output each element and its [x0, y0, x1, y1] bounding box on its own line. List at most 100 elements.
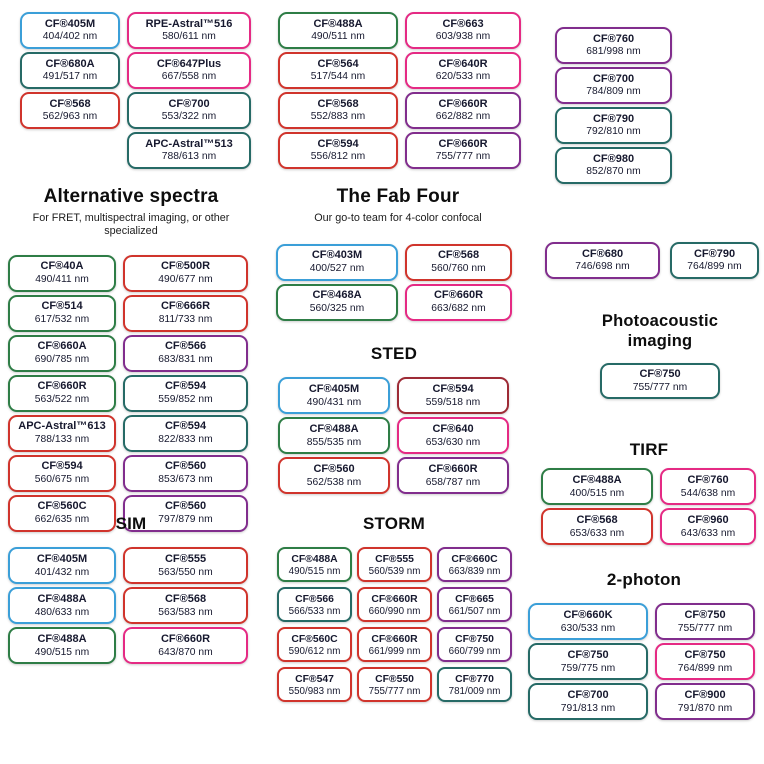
dye-name: CF®680 — [581, 247, 624, 260]
dye-ex-em-value: 663/682 nm — [431, 303, 486, 315]
dye-ex-em-value: 490/677 nm — [158, 274, 213, 286]
dye-ex-em-value: 559/852 nm — [158, 394, 213, 406]
dye-name: CF®594 — [164, 420, 207, 433]
dye-name: CF®514 — [41, 300, 83, 313]
dye-ex-em-value: 660/799 nm — [448, 645, 501, 657]
dye-name: CF®660R — [37, 380, 87, 393]
dye-name: CF®594 — [41, 460, 83, 473]
dye-ex-em-value: 660/990 nm — [368, 605, 421, 617]
dye-ex-em-value: 755/777 nm — [632, 381, 688, 393]
dye-ex-em-value: 667/558 nm — [161, 71, 217, 83]
dye-ex-em-value: 562/538 nm — [306, 476, 362, 488]
dye-ex-em-value: 560/539 nm — [368, 565, 421, 577]
dye-ex-em-value: 822/833 nm — [158, 434, 213, 446]
dye-ex-em-value: 662/882 nm — [435, 111, 491, 123]
section-title: STORM — [362, 514, 426, 533]
dye-ex-em-value: 490/431 nm — [306, 396, 362, 408]
dye-name: CF®700 — [567, 689, 609, 702]
dye-ex-em-value: 683/831 nm — [158, 354, 213, 366]
dye-ex-em-value: 401/432 nm — [34, 566, 90, 578]
dye-ex-em-value: 490/411 nm — [35, 274, 89, 286]
dye-name: CF®647Plus — [156, 57, 222, 70]
dye-ex-em-value: 560/760 nm — [431, 263, 486, 275]
dye-name: CF®770 — [455, 673, 494, 685]
dye-name: CF®568 — [49, 97, 91, 110]
dye-ex-em-value: 580/611 nm — [162, 31, 216, 43]
dye-name: CF®488A — [37, 633, 87, 646]
dye-ex-em-value: 781/009 nm — [448, 685, 501, 697]
dye-name: CF®960 — [687, 514, 729, 527]
dye-name: CF®594 — [164, 380, 207, 393]
dye-name: CF®560 — [313, 463, 355, 476]
dye-name: CF®560C — [291, 633, 338, 645]
dye-ex-em-value: 620/533 nm — [435, 71, 491, 83]
dye-name: CF®980 — [592, 152, 635, 165]
section-fab-four: The Fab Four Our go-to team for 4-color … — [276, 186, 520, 321]
dye-name: CF®750 — [455, 633, 494, 645]
dye-ex-em-value: 661/999 nm — [368, 645, 421, 657]
dye-name: CF®665 — [455, 593, 494, 605]
dye-name: CF®660K — [563, 609, 613, 622]
dye-ex-em-value: 517/544 nm — [310, 71, 366, 83]
dye-ex-em-value: 662/635 nm — [34, 514, 90, 526]
dye-name: CF®403M — [311, 249, 363, 262]
dye-ex-em-value: 764/899 nm — [687, 261, 742, 273]
section-title: STED — [370, 344, 418, 363]
dye-ex-em-value: 653/630 nm — [425, 436, 481, 448]
dye-ex-em-value: 755/777 nm — [677, 622, 733, 634]
dye-ex-em-value: 490/511 nm — [311, 31, 365, 43]
dye-ex-em-value: 690/785 nm — [34, 354, 90, 366]
dye-ex-em-value: 755/777 nm — [435, 151, 491, 163]
dye-ex-em-value: 490/515 nm — [34, 646, 90, 658]
dye-ex-em-value: 852/870 nm — [586, 166, 641, 178]
dye-name: CF®640R — [438, 57, 488, 70]
dye-name: CF®564 — [317, 57, 359, 70]
dye-name: CF®560 — [164, 500, 207, 513]
dye-name: CF®900 — [684, 689, 726, 702]
dye-ex-em-value: 759/775 nm — [560, 662, 616, 674]
dye-name: CF®700 — [168, 97, 210, 110]
dye-ex-em-value: 560/325 nm — [309, 303, 365, 315]
dye-name: CF®750 — [639, 367, 681, 380]
dye-ex-em-value: 658/787 nm — [425, 476, 481, 488]
dye-name: CF®405M — [308, 383, 360, 396]
section-alternative-spectra: Alternative spectra For FRET, multispect… — [8, 186, 254, 532]
dye-name: CF®40A — [40, 260, 84, 273]
section-title: Alternative spectra — [43, 186, 219, 207]
